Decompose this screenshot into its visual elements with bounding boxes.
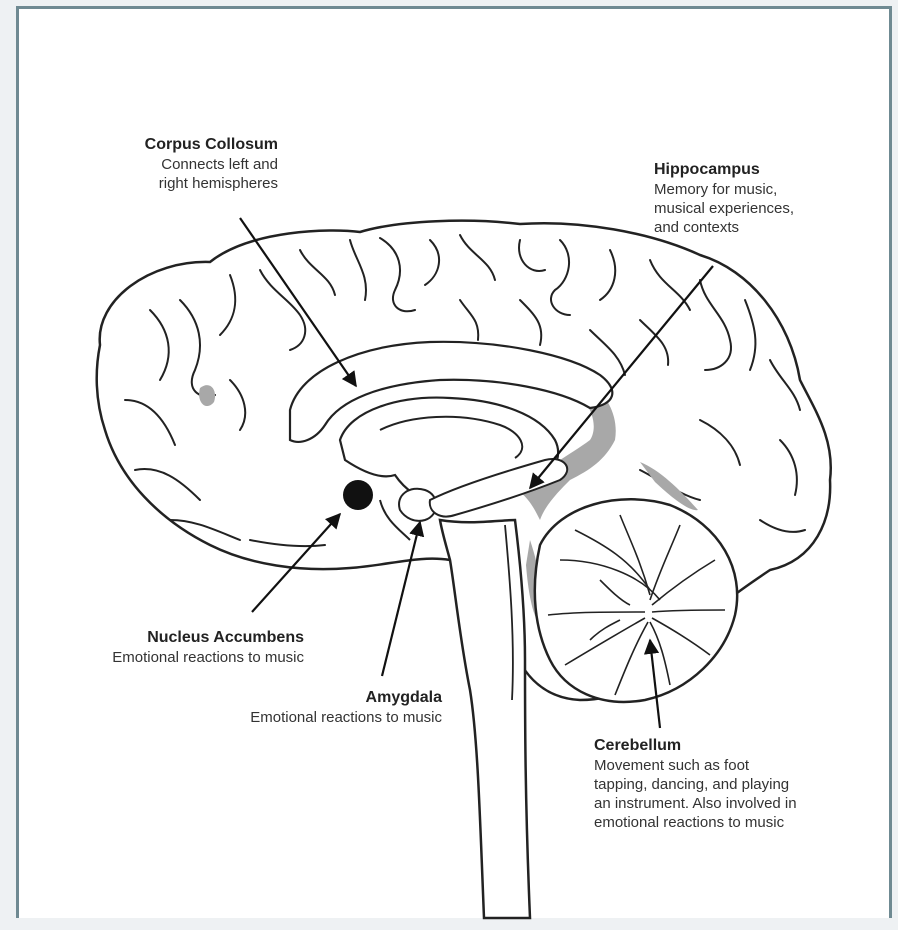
amygdala-label: Amygdala Emotional reactions to music: [170, 688, 442, 727]
brainstem: [440, 520, 530, 918]
amygdala-desc: Emotional reactions to music: [170, 708, 442, 727]
corpus-callosum-desc: Connects left and right hemispheres: [60, 155, 278, 193]
hippocampus-title: Hippocampus: [654, 160, 874, 180]
corpus-callosum-label: Corpus Collosum Connects left and right …: [60, 135, 278, 193]
amygdala-title: Amygdala: [170, 688, 442, 708]
nucleus-accumbens-label: Nucleus Accumbens Emotional reactions to…: [36, 628, 304, 667]
nucleus-accumbens-dot: [343, 480, 373, 510]
cerebellum-shape: [535, 499, 737, 702]
cerebellum-label: Cerebellum Movement such as foot tapping…: [594, 736, 884, 832]
hippocampus-desc: Memory for music, musical experiences, a…: [654, 180, 874, 237]
corpus-callosum-title: Corpus Collosum: [60, 135, 278, 155]
nucleus-accumbens-desc: Emotional reactions to music: [36, 648, 304, 667]
hippocampus-label: Hippocampus Memory for music, musical ex…: [654, 160, 874, 237]
cerebellum-desc: Movement such as foot tapping, dancing, …: [594, 756, 884, 832]
nucleus-accumbens-title: Nucleus Accumbens: [36, 628, 304, 648]
cerebellum-title: Cerebellum: [594, 736, 884, 756]
